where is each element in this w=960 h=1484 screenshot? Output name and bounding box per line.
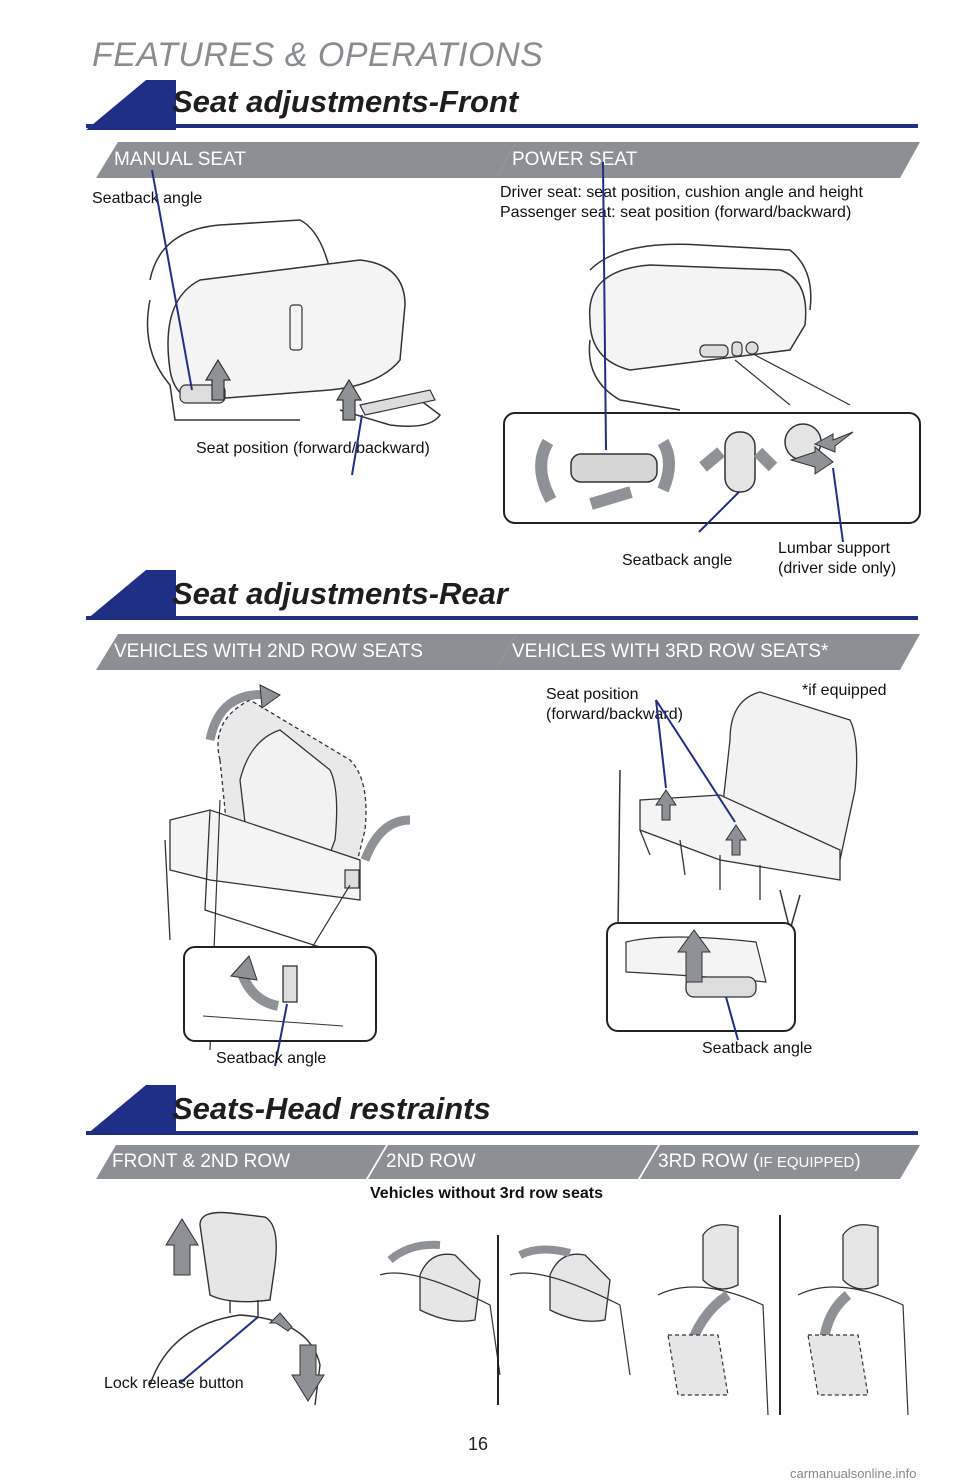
tab-3rd-row-main: 3RD ROW (: [658, 1151, 760, 1172]
tab-3rd-row-bg: [640, 1145, 920, 1179]
tab-manual-seat-bg: [96, 142, 516, 178]
third-row-seat-position-label-1: Seat position: [546, 686, 639, 703]
lock-release-button-label: Lock release button: [104, 1375, 244, 1392]
third-row-seat-position-label-2: (forward/backward): [546, 706, 683, 723]
manual-seat-illustration: [146, 169, 442, 476]
page-number: 16: [468, 1434, 489, 1454]
second-row-seat-illustration: [164, 684, 411, 1051]
manual-seat-position-label: Seat position (forward/backward): [196, 440, 430, 457]
manual-seatback-angle-label: Seatback angle: [92, 190, 203, 207]
power-passenger-label: Passenger seat: seat position (forward/b…: [500, 204, 852, 221]
section-rear: Seat adjustments-Rear VEHICLES WITH 2ND …: [0, 570, 960, 1090]
power-controls-detail: [535, 161, 854, 543]
power-driver-label: Driver seat: seat position, cushion angl…: [500, 184, 863, 201]
power-seat-illustration: [588, 243, 851, 411]
subheading-no-3rd-row: Vehicles without 3rd row seats: [370, 1185, 603, 1202]
tab-front-2nd-row: FRONT & 2ND ROW: [112, 1151, 291, 1172]
section-title-marker: [86, 570, 176, 620]
power-lumbar-label-1: Lumbar support: [778, 540, 891, 557]
second-row-head-restraint-illustration: [379, 1235, 631, 1405]
section-title-marker: [86, 80, 176, 130]
second-row-lever-detail-art: [202, 955, 344, 1067]
section-title: Seat adjustments-Rear: [172, 576, 508, 611]
third-row-seatback-angle-label: Seatback angle: [702, 1040, 813, 1057]
watermark: carmanualsonline.info: [790, 1466, 917, 1481]
section-title-rule: [86, 124, 918, 128]
tab-3rd-row-small: IF EQUIPPED: [759, 1154, 855, 1171]
tab-3rd-row: 3RD ROW (IF EQUIPPED): [658, 1144, 861, 1180]
tab-manual-seat: MANUAL SEAT: [114, 149, 246, 170]
second-row-seatback-angle-label: Seatback angle: [216, 1050, 327, 1067]
section-head-restraints: Seats-Head restraints FRONT & 2ND ROW 2N…: [0, 1085, 960, 1435]
tab-3rd-row-seats: VEHICLES WITH 3RD ROW SEATS*: [512, 641, 829, 662]
section-title-rule: [86, 1131, 918, 1135]
tab-3rd-row-end: ): [854, 1151, 861, 1172]
page-header: FEATURES & OPERATIONS: [92, 36, 544, 74]
power-seatback-angle-label: Seatback angle: [622, 552, 733, 569]
section-title-marker: [86, 1085, 176, 1135]
section-front: Seat adjustments-Front MANUAL SEAT POWER…: [0, 80, 960, 600]
if-equipped-note: *if equipped: [802, 682, 887, 699]
tab-2nd-row-bg: [368, 1145, 658, 1179]
tab-2nd-row: 2ND ROW: [386, 1151, 476, 1172]
tab-2nd-row-bg: [96, 634, 516, 670]
third-row-seat-illustration: [617, 691, 858, 931]
section-title: Seats-Head restraints: [172, 1091, 491, 1126]
third-row-head-restraint-illustration: [657, 1215, 909, 1416]
power-lumbar-label-2: (driver side only): [778, 560, 897, 577]
tab-front-2nd-row-bg: [96, 1145, 386, 1179]
section-title-rule: [86, 616, 918, 620]
tab-power-seat-bg: [496, 142, 920, 178]
third-row-lever-detail-art: [625, 929, 767, 1041]
tab-3rd-row-bg: [496, 634, 920, 670]
section-title: Seat adjustments-Front: [172, 84, 519, 119]
front-head-restraint-illustration: [149, 1211, 325, 1406]
tab-power-seat: POWER SEAT: [512, 149, 638, 170]
tab-2nd-row-seats: VEHICLES WITH 2ND ROW SEATS: [114, 641, 423, 662]
